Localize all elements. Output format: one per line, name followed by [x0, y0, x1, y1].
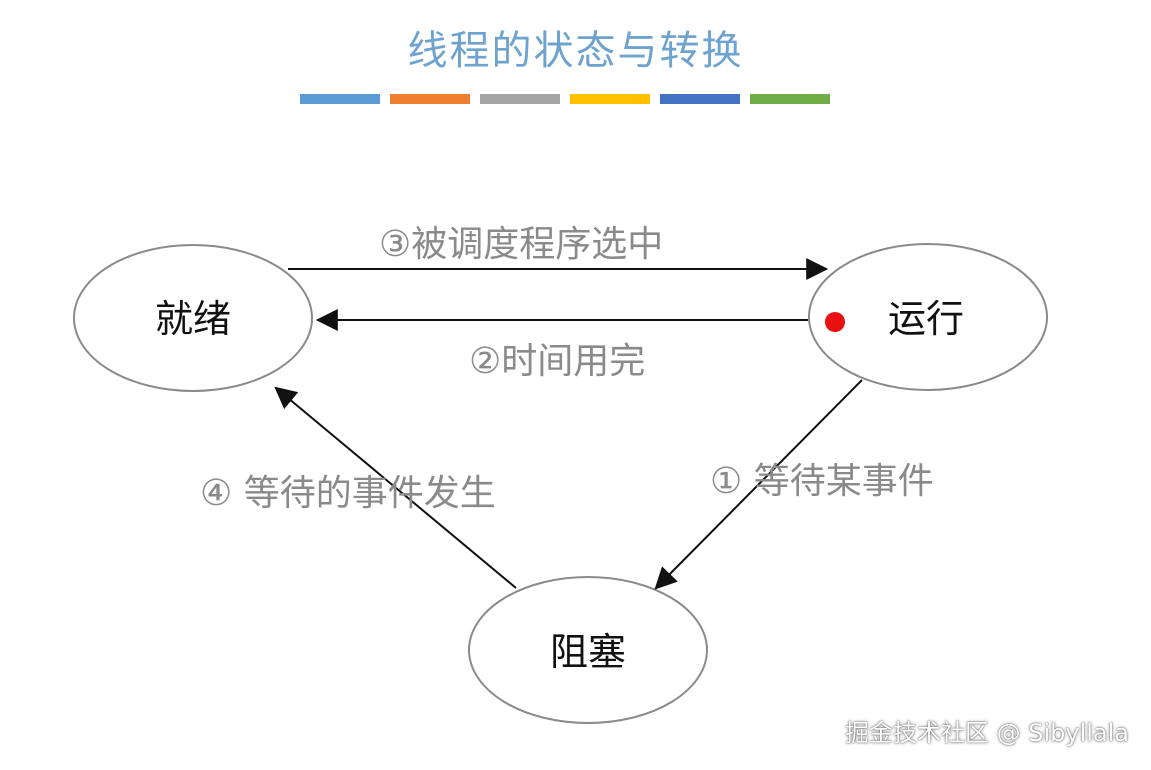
color-bar-2 — [390, 94, 470, 104]
label-event-occurs: ④ 等待的事件发生 — [200, 473, 496, 514]
color-bar-5 — [660, 94, 740, 104]
watermark: 掘金技术社区 @ Sibyllala — [844, 719, 1129, 747]
label-wait-event: ① 等待某事件 — [710, 461, 934, 502]
label-scheduled: ③被调度程序选中 — [379, 224, 663, 265]
color-bar-3 — [480, 94, 560, 104]
color-bar-1 — [300, 94, 380, 104]
state-ready-label: 就绪 — [155, 297, 231, 341]
color-bar-4 — [570, 94, 650, 104]
arrow-running-to-blocked — [654, 379, 863, 590]
red-marker-dot — [825, 312, 845, 332]
label-time-up: ②时间用完 — [469, 341, 645, 382]
state-blocked: 阻塞 — [468, 576, 708, 724]
arrow-blocked-to-ready — [274, 386, 517, 589]
color-bar-6 — [750, 94, 830, 104]
state-ready: 就绪 — [73, 244, 313, 392]
state-blocked-label: 阻塞 — [550, 630, 626, 674]
state-running: 运行 — [808, 243, 1048, 391]
diagram-title: 线程的状态与转换 — [407, 28, 744, 74]
state-running-label: 运行 — [888, 297, 964, 341]
